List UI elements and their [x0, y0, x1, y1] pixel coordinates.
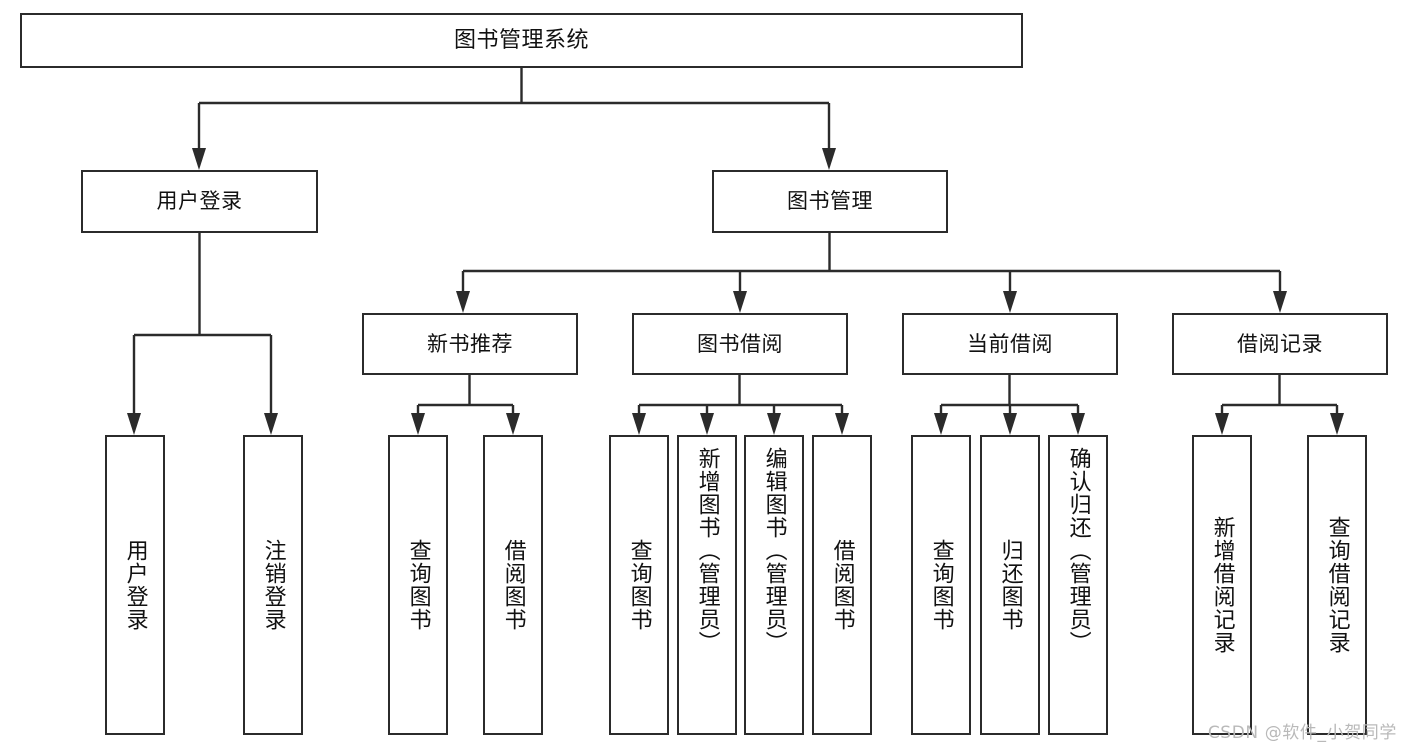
node-book-management[interactable]: 图书管理: [712, 170, 948, 233]
node-book-borrow[interactable]: 图书借阅: [632, 313, 848, 375]
csdn-watermark: CSDN @软件_小贺同学: [1207, 723, 1397, 743]
leaf-bb-query-book[interactable]: 查询图书: [609, 435, 669, 735]
arrow-bb-leaf4: [835, 413, 849, 435]
arrow-bb-leaf3: [767, 413, 781, 435]
node-label: 查询借阅记录: [1324, 516, 1350, 654]
arrow-to-user-login: [192, 148, 206, 170]
leaf-cb-query-book[interactable]: 查询图书: [911, 435, 971, 735]
node-label: 查询图书: [405, 539, 431, 631]
node-label: 图书管理系统: [453, 27, 589, 53]
arrow-br-leaf1: [1215, 413, 1229, 435]
node-new-book-recommend[interactable]: 新书推荐: [362, 313, 578, 375]
arrow-nb-leaf2: [506, 413, 520, 435]
node-label: 新增借阅记录: [1209, 516, 1235, 654]
node-label: 归还图书: [997, 539, 1023, 631]
arrow-bb-leaf2: [700, 413, 714, 435]
leaf-logout[interactable]: 注销登录: [243, 435, 303, 735]
arrow-cb-leaf3: [1071, 413, 1085, 435]
arrow-cb-leaf2: [1003, 413, 1017, 435]
node-label: 新书推荐: [427, 331, 513, 356]
leaf-user-login[interactable]: 用户登录: [105, 435, 165, 735]
leaf-nb-borrow-book[interactable]: 借阅图书: [483, 435, 543, 735]
node-label: 查询图书: [928, 539, 954, 631]
leaf-bb-borrow-book[interactable]: 借阅图书: [812, 435, 872, 735]
node-current-borrow[interactable]: 当前借阅: [902, 313, 1118, 375]
arrow-br-leaf2: [1330, 413, 1344, 435]
arrow-to-borrow-record: [1273, 291, 1287, 313]
node-label: 借阅图书: [829, 539, 855, 631]
node-label: 当前借阅: [967, 331, 1053, 356]
node-label: 新增图书（管理员）: [694, 447, 720, 654]
arrow-to-leaf-user-login: [127, 413, 141, 435]
node-label: 查询图书: [626, 539, 652, 631]
node-label: 注销登录: [260, 539, 286, 631]
arrow-bb-leaf1: [632, 413, 646, 435]
arrow-to-current-borrow: [1003, 291, 1017, 313]
node-label: 图书管理: [787, 189, 873, 214]
arrow-to-book-borrow: [733, 291, 747, 313]
leaf-bb-add-book-admin[interactable]: 新增图书（管理员）: [677, 435, 737, 735]
leaf-bb-edit-book-admin[interactable]: 编辑图书（管理员）: [744, 435, 804, 735]
node-user-login[interactable]: 用户登录: [81, 170, 318, 233]
node-borrow-record[interactable]: 借阅记录: [1172, 313, 1388, 375]
leaf-cb-confirm-return-admin[interactable]: 确认归还（管理员）: [1048, 435, 1108, 735]
arrow-nb-leaf1: [411, 413, 425, 435]
node-label: 图书借阅: [697, 331, 783, 356]
arrow-cb-leaf1: [934, 413, 948, 435]
arrow-to-leaf-logout: [264, 413, 278, 435]
node-label: 用户登录: [156, 189, 243, 214]
node-label: 确认归还（管理员）: [1065, 447, 1091, 654]
node-label: 编辑图书（管理员）: [761, 447, 787, 654]
leaf-br-add-record[interactable]: 新增借阅记录: [1192, 435, 1252, 735]
node-label: 借阅记录: [1237, 331, 1323, 356]
node-label: 用户登录: [122, 539, 148, 631]
arrow-to-new-book: [456, 291, 470, 313]
leaf-br-query-record[interactable]: 查询借阅记录: [1307, 435, 1367, 735]
leaf-nb-query-book[interactable]: 查询图书: [388, 435, 448, 735]
node-root-system[interactable]: 图书管理系统: [20, 13, 1023, 68]
node-label: 借阅图书: [500, 539, 526, 631]
arrow-to-book-manage: [822, 148, 836, 170]
leaf-cb-return-book[interactable]: 归还图书: [980, 435, 1040, 735]
